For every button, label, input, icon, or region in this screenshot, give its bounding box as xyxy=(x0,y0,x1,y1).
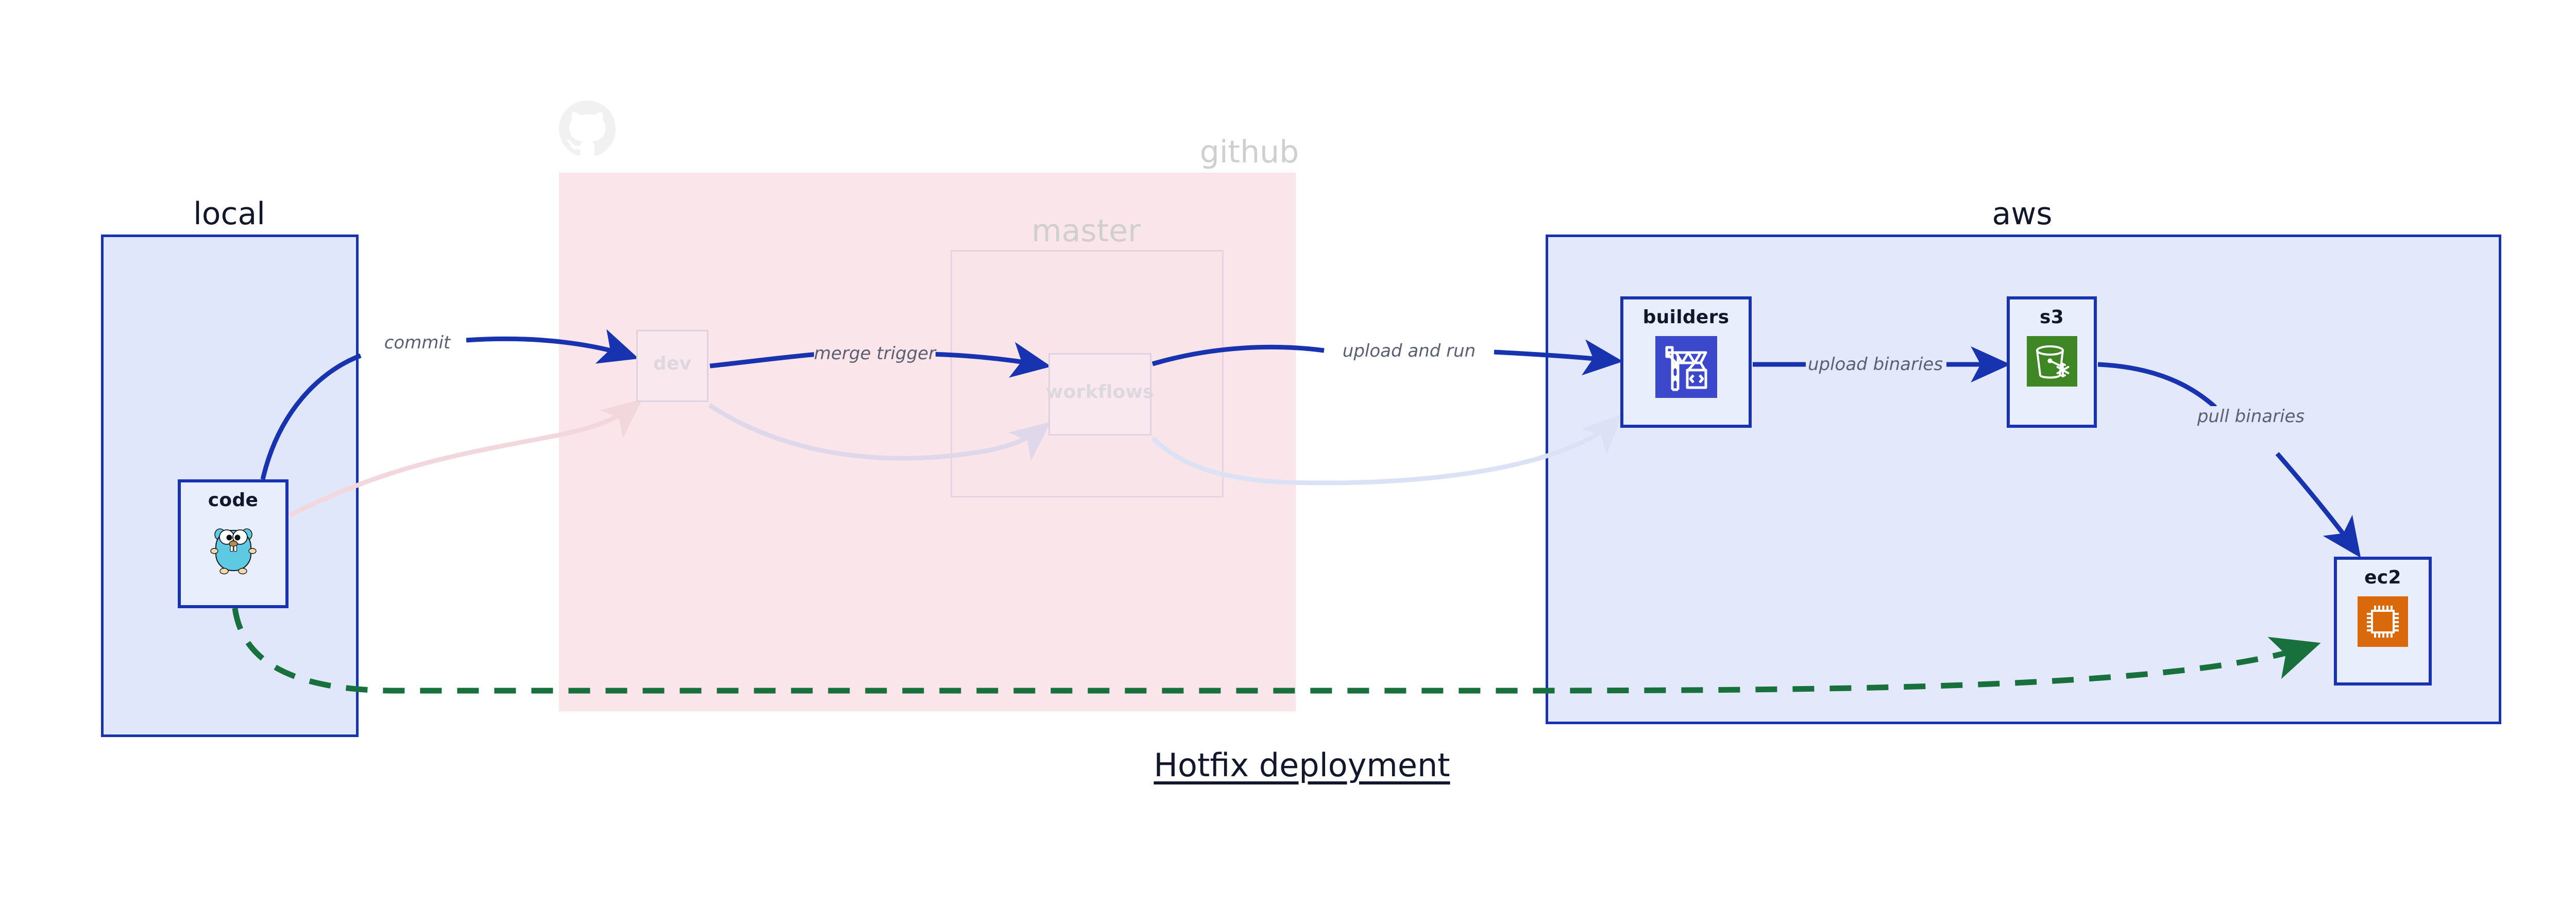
subzone-label-master: master xyxy=(1031,213,1141,249)
node-builders[interactable]: builders xyxy=(1620,296,1752,428)
page-title: Hotfix deployment xyxy=(1154,746,1450,784)
node-dev-label: dev xyxy=(653,353,692,374)
edge-hotfix-direct xyxy=(232,608,2321,694)
node-s3[interactable]: s3 xyxy=(2007,296,2097,428)
edge-commit xyxy=(260,353,362,480)
github-octocat-icon xyxy=(559,101,616,157)
edge-merge-trigger-head xyxy=(709,352,820,369)
edge-merge-trigger-tail xyxy=(932,342,1052,378)
edge-label-merge-trigger: merge trigger xyxy=(814,343,936,364)
edge-dev-to-workflows-faded xyxy=(708,403,1051,461)
zone-label-local: local xyxy=(193,196,265,232)
node-builders-label: builders xyxy=(1642,307,1730,328)
zone-label-github: github xyxy=(1199,134,1299,170)
node-code[interactable]: code xyxy=(178,479,289,608)
aws-s3-glacier-icon xyxy=(2026,336,2077,389)
node-ec2[interactable]: ec2 xyxy=(2334,557,2432,686)
aws-ec2-chip-icon xyxy=(2358,596,2408,649)
aws-codebuild-icon xyxy=(1655,336,1717,400)
edge-label-commit: commit xyxy=(384,332,451,353)
node-ec2-label: ec2 xyxy=(2364,567,2401,588)
go-gopher-icon xyxy=(209,519,258,578)
edge-label-upload-binaries: upload binaries xyxy=(1807,354,1943,375)
node-code-label: code xyxy=(208,490,259,511)
edge-label-upload-and-run: upload and run xyxy=(1342,341,1476,361)
edge-label-pull-binaries: pull binaries xyxy=(2197,406,2305,427)
edge-upload-and-run-head xyxy=(1151,344,1325,366)
node-workflows[interactable]: workflows xyxy=(1046,353,1154,436)
node-dev[interactable]: dev xyxy=(636,330,708,402)
edge-pull-binaries-head xyxy=(2097,362,2217,409)
node-workflows-label: workflows xyxy=(1046,381,1154,403)
edge-commit-tail xyxy=(466,329,639,364)
zone-label-aws: aws xyxy=(1992,196,2053,232)
edge-upload-and-run-tail xyxy=(1494,339,1623,376)
edge-workflows-to-builders-faded xyxy=(1150,414,1623,486)
edge-code-to-dev-faded xyxy=(288,399,642,518)
edge-pull-binaries-tail xyxy=(2275,452,2361,558)
node-s3-label: s3 xyxy=(2039,307,2064,328)
